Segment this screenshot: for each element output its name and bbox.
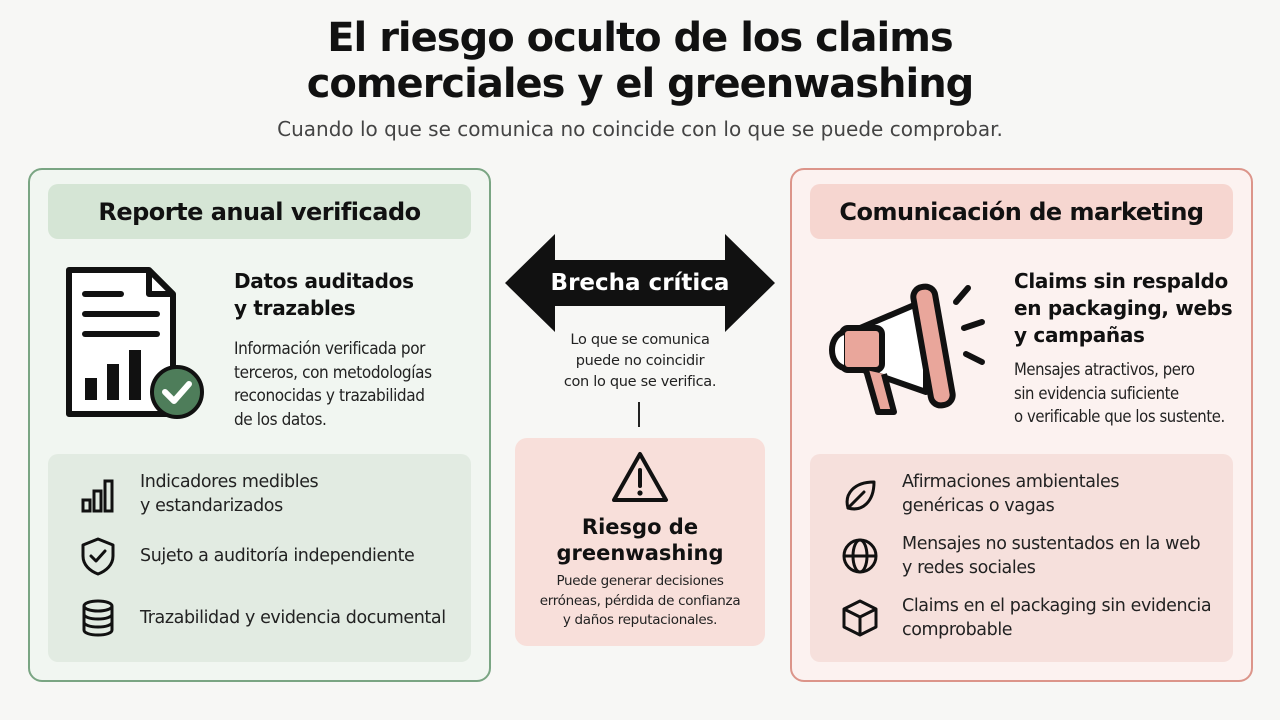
page-subtitle: Cuando lo que se comunica no coincide co… — [277, 117, 1003, 141]
marketing-issues: Afirmaciones ambientales genéricas o vag… — [810, 454, 1233, 662]
warning-icon — [612, 452, 668, 502]
database-icon — [82, 599, 114, 637]
critical-gap-description: Lo que se comunica puede no coincidir co… — [563, 332, 717, 390]
double-arrow-icon — [505, 234, 775, 332]
verified-report-description: Información verificada por terceros, con… — [234, 339, 432, 430]
marketing-communication-panel: Comunicación de marketing Claims sin res… — [790, 168, 1253, 682]
greenwashing-risk-description: Puede generar decisiones erróneas, pérdi… — [539, 573, 741, 628]
bar-chart-icon — [81, 479, 114, 513]
page-title-line-1: El riesgo oculto de los claims — [327, 15, 954, 61]
megaphone-icon — [829, 283, 985, 415]
page-title-line-2: comerciales y el greenwashing — [306, 61, 975, 107]
marketing-heading: Claims sin respaldo en packaging, webs y… — [1014, 269, 1233, 347]
verified-report-header: Reporte anual verificado — [48, 184, 471, 239]
greenwashing-risk-title: Riesgo de greenwashing — [556, 515, 724, 565]
leaf-icon — [845, 480, 876, 511]
verified-report-heading: Datos auditados y trazables — [234, 269, 414, 320]
shield-check-icon — [81, 537, 115, 576]
marketing-description: Mensajes atractivos, pero sin evidencia … — [1014, 360, 1225, 426]
globe-icon — [842, 538, 878, 574]
connector-line — [638, 402, 640, 427]
box-icon — [842, 599, 878, 637]
marketing-communication-header: Comunicación de marketing — [810, 184, 1233, 239]
greenwashing-risk-box: Riesgo de greenwashing Puede generar dec… — [515, 438, 765, 646]
verified-report-features: Indicadores medibles y estandarizados Su… — [48, 454, 471, 662]
critical-gap-label: Brecha crítica — [550, 270, 730, 296]
verified-report-panel: Reporte anual verificado Datos auditados… — [28, 168, 491, 682]
report-document-icon — [66, 267, 204, 419]
